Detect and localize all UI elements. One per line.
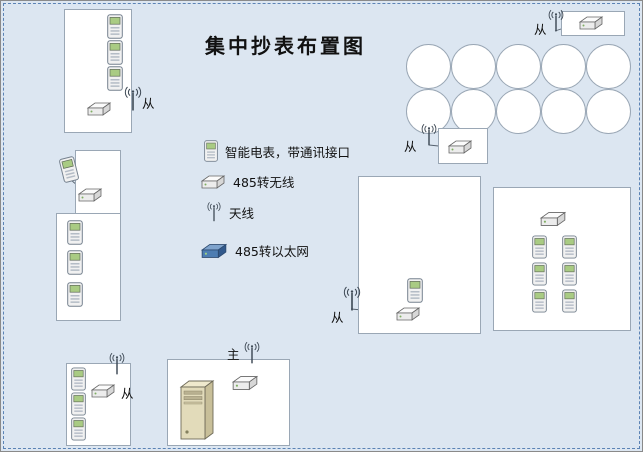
antenna-icon xyxy=(547,9,565,33)
smart-meter-icon xyxy=(67,250,83,275)
slave-label: 从 xyxy=(404,139,417,154)
coverage-circle xyxy=(541,89,586,134)
smart-meter-icon xyxy=(532,235,547,259)
legend-label: 天线 xyxy=(229,205,255,221)
smart-meter-icon xyxy=(71,417,86,441)
coverage-circle xyxy=(586,89,631,134)
meter-group-box xyxy=(56,213,121,321)
smart-meter-icon xyxy=(71,367,86,391)
smart-meter-icon xyxy=(107,66,123,91)
coverage-circle xyxy=(406,44,451,89)
antenna-icon xyxy=(206,201,222,223)
coverage-circle xyxy=(406,89,451,134)
smart-meter-icon xyxy=(67,220,83,245)
smart-meter-icon xyxy=(107,14,123,39)
smart-meter-icon xyxy=(204,140,218,162)
diagram-title: 集中抄表布置图 xyxy=(205,34,366,58)
antenna-icon xyxy=(243,341,261,365)
legend-item-smart-meter: 智能电表，带通讯接口 xyxy=(204,140,350,162)
meter-group-box xyxy=(75,150,121,216)
rs485-to-wireless-icon xyxy=(77,187,103,203)
rs485-to-wireless-icon xyxy=(539,210,567,228)
legend-label: 485转以太网 xyxy=(235,244,309,259)
legend-item-antenna: 天线 xyxy=(206,201,254,223)
slave-label: 从 xyxy=(331,310,344,325)
smart-meter-icon xyxy=(407,278,423,303)
rs485-to-wireless-icon xyxy=(90,383,116,399)
smart-meter-icon xyxy=(71,392,86,416)
smart-meter-icon xyxy=(532,262,547,286)
rs485-to-wireless-icon xyxy=(86,101,112,117)
antenna-icon xyxy=(108,352,126,376)
rs485-to-wireless-icon xyxy=(447,139,473,155)
legend-label: 智能电表，带通讯接口 xyxy=(225,144,351,160)
master-label: 主 xyxy=(227,347,240,362)
smart-meter-icon xyxy=(562,262,577,286)
rs485-to-ethernet-icon xyxy=(200,242,228,260)
antenna-icon xyxy=(342,286,362,312)
smart-meter-icon xyxy=(562,289,577,313)
smart-meter-icon xyxy=(532,289,547,313)
rs485-to-wireless-icon xyxy=(200,174,226,190)
rs485-to-wireless-icon xyxy=(578,15,604,31)
slave-label: 从 xyxy=(142,96,155,111)
coverage-circle xyxy=(586,44,631,89)
rs485-to-wireless-icon xyxy=(395,306,421,322)
coverage-circle xyxy=(451,44,496,89)
slave-label: 从 xyxy=(534,22,547,37)
antenna-icon xyxy=(123,86,143,112)
legend-item-rs485-ethernet: 485转以太网 xyxy=(200,241,309,260)
computer-tower-icon xyxy=(175,377,217,443)
smart-meter-icon xyxy=(107,40,123,65)
meter-bank-box xyxy=(493,187,631,331)
coverage-circle xyxy=(451,89,496,134)
antenna-icon xyxy=(420,123,438,147)
legend-label: 485转无线 xyxy=(233,175,295,190)
legend-item-rs485-wireless: 485转无线 xyxy=(200,172,294,191)
rs485-to-wireless-icon xyxy=(231,374,259,392)
room-box xyxy=(358,176,481,334)
coverage-circle xyxy=(496,89,541,134)
coverage-circle xyxy=(496,44,541,89)
coverage-circle xyxy=(541,44,586,89)
slave-label: 从 xyxy=(121,386,134,401)
smart-meter-icon xyxy=(562,235,577,259)
smart-meter-icon xyxy=(67,282,83,307)
